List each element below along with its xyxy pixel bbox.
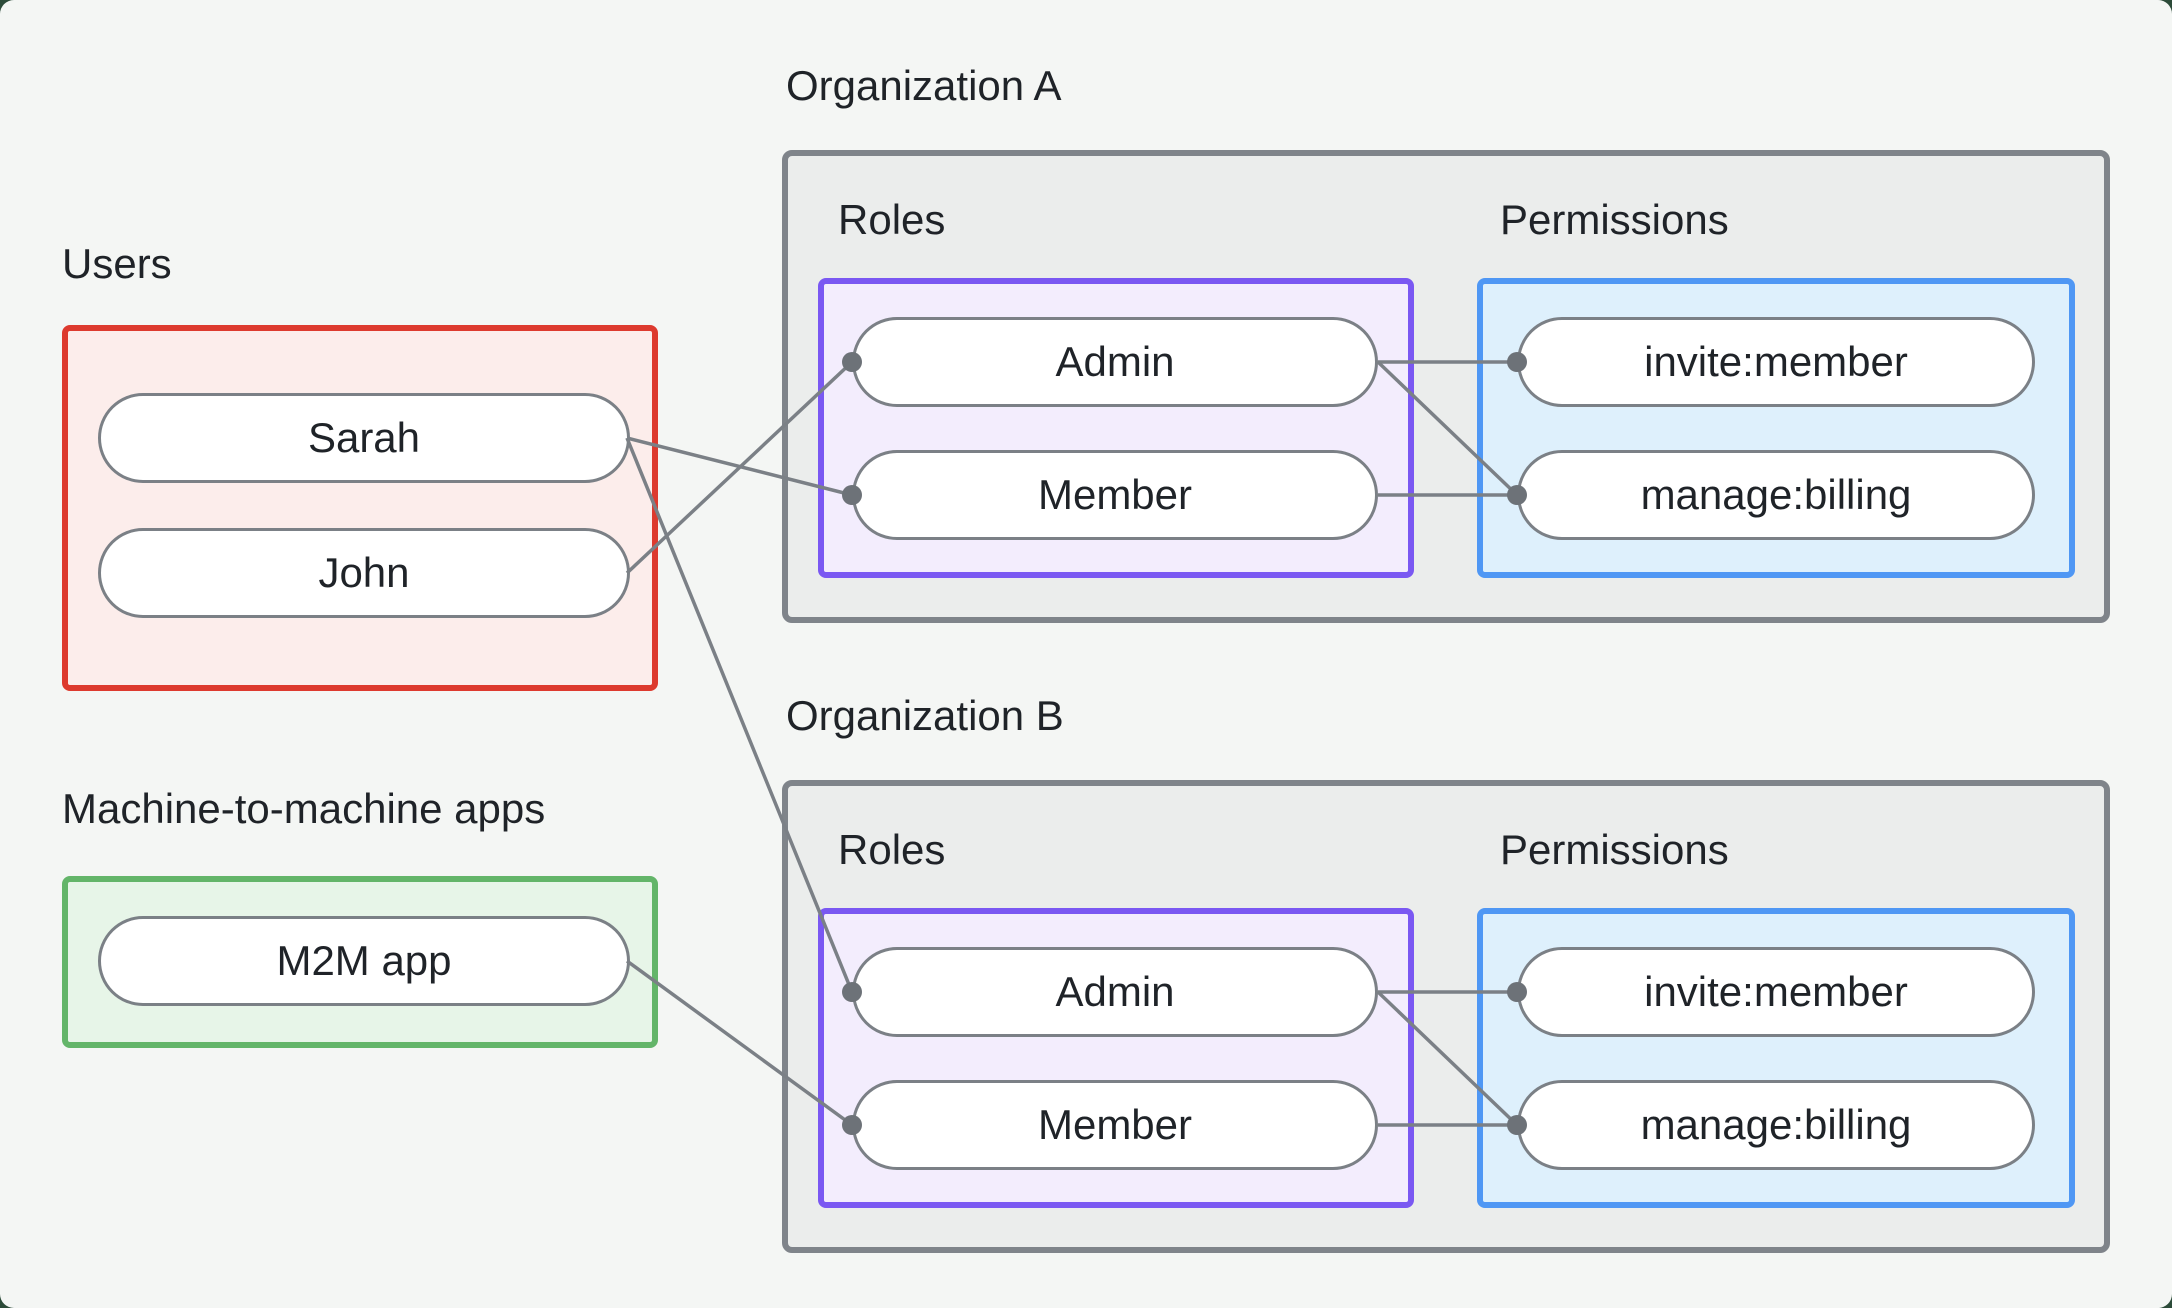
- org-a-role-admin-pill: Admin: [852, 317, 1378, 407]
- org-a-role-member-label: Member: [1037, 471, 1193, 518]
- org-a-permission-invite-label: invite:member: [1644, 338, 1908, 385]
- org-a-title: Organization A: [786, 62, 1062, 109]
- org-b-roles-label: Roles: [838, 826, 946, 873]
- org-b-role-member-label: Member: [1037, 1101, 1193, 1148]
- org-a-permission-billing-label: manage:billing: [1640, 471, 1912, 518]
- users-section-title: Users: [62, 240, 172, 287]
- org-b-title: Organization B: [786, 692, 1064, 739]
- org-b-permission-billing-pill: manage:billing: [1517, 1080, 2035, 1170]
- m2m-section-title: Machine-to-machine apps: [62, 785, 546, 832]
- org-a-permission-invite-pill: invite:member: [1517, 317, 2035, 407]
- user-pill-sarah-label: Sarah: [307, 414, 421, 461]
- org-a-permission-billing-pill: manage:billing: [1517, 450, 2035, 540]
- org-a-role-member-pill: Member: [852, 450, 1378, 540]
- m2m-app-pill-label: M2M app: [276, 937, 452, 984]
- org-b-permissions-label: Permissions: [1500, 826, 1729, 873]
- users-group-box: [62, 325, 658, 691]
- org-b-role-member-pill: Member: [852, 1080, 1378, 1170]
- org-b-role-admin-label: Admin: [1055, 968, 1175, 1015]
- org-a-permissions-label: Permissions: [1500, 196, 1729, 243]
- user-pill-john: John: [98, 528, 630, 618]
- org-a-role-admin-label: Admin: [1055, 338, 1175, 385]
- org-b-role-admin-pill: Admin: [852, 947, 1378, 1037]
- org-b-permission-billing-label: manage:billing: [1640, 1101, 1912, 1148]
- org-a-roles-label: Roles: [838, 196, 946, 243]
- org-b-permission-invite-pill: invite:member: [1517, 947, 2035, 1037]
- user-pill-sarah: Sarah: [98, 393, 630, 483]
- org-b-permission-invite-label: invite:member: [1644, 968, 1908, 1015]
- m2m-app-pill: M2M app: [98, 916, 630, 1006]
- user-pill-john-label: John: [318, 549, 410, 596]
